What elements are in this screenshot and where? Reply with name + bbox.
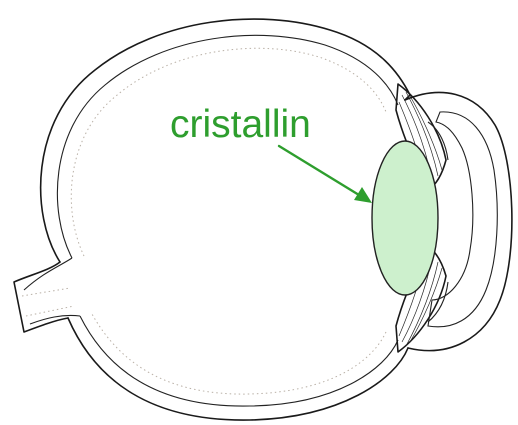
retina-layer [71,48,386,256]
optic-nerve [14,262,68,332]
sclera-outer [41,19,410,420]
sclera-inner [57,35,398,406]
label-arrow-head [354,187,372,203]
optic-nerve-inner [24,258,80,324]
lens-label: cristallin [170,103,311,146]
crystalline-lens [372,141,438,295]
label-arrow [279,146,359,195]
retina-layer-lower [92,314,386,394]
optic-nerve-sheath-dots [22,288,74,316]
